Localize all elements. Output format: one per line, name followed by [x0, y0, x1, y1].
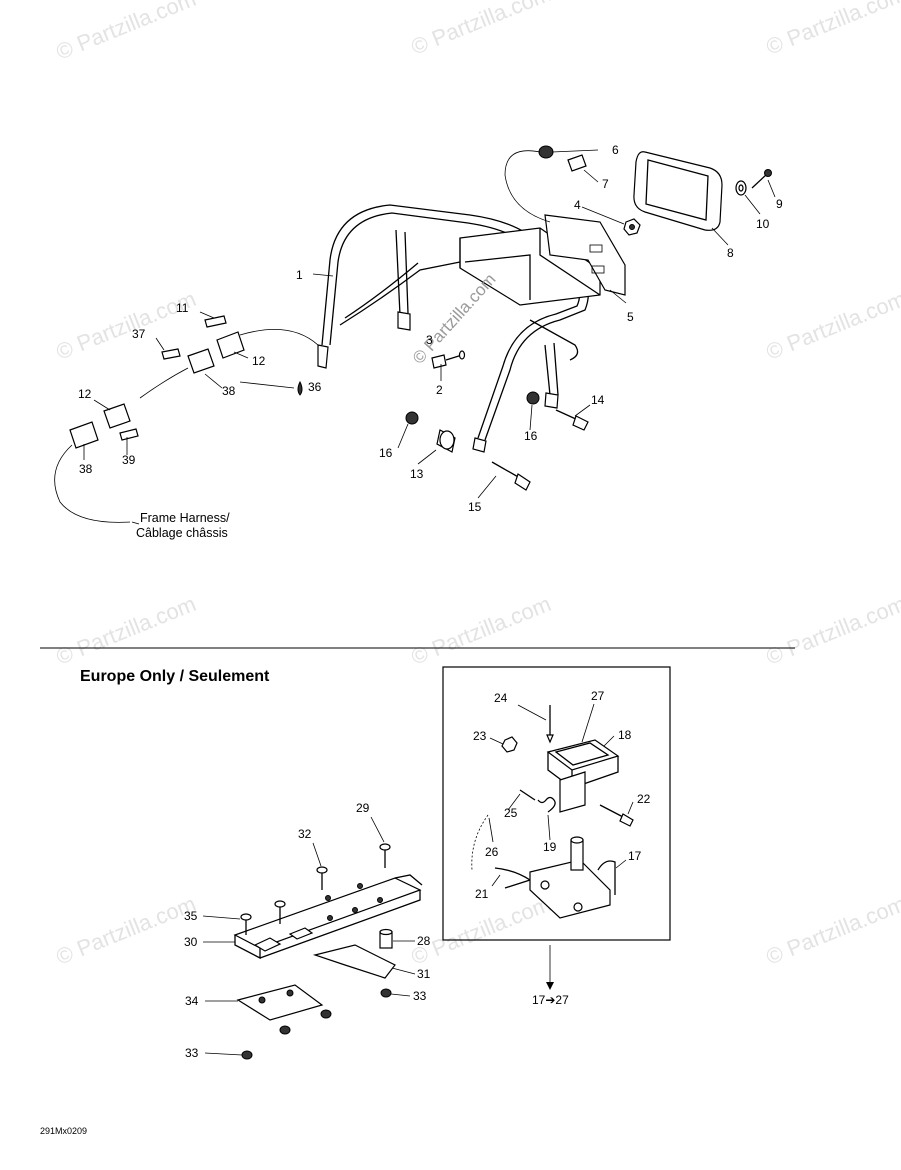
callouts-upper: 1 2 3 4 5 6 7 8 9 10 11 12 12 13 14 15 1… [78, 143, 783, 514]
washer [405, 391, 540, 425]
center-watermark: © Partzilla.com [409, 270, 500, 368]
callout-35: 35 [184, 909, 198, 923]
harness-note-line-2: Câblage châssis [136, 526, 228, 540]
callout-14: 14 [591, 393, 605, 407]
callout-32: 32 [298, 827, 312, 841]
callout-5: 5 [627, 310, 634, 324]
callout-33: 33 [185, 1046, 199, 1060]
watermark-layer: © Partzilla.com © Partzilla.com © Partzi… [53, 0, 901, 970]
bolt [431, 350, 466, 369]
callout-37: 37 [132, 327, 146, 341]
nut [279, 1025, 291, 1035]
watermark: © Partzilla.com [408, 0, 555, 60]
watermark: © Partzilla.com [763, 0, 901, 60]
callout-13: 13 [410, 467, 424, 481]
rear-bumper-assembly: © Partzilla.com [54, 145, 772, 523]
light-bracket [544, 214, 626, 296]
callout-12: 12 [78, 387, 92, 401]
callout-39: 39 [122, 453, 136, 467]
callout-15: 15 [468, 500, 482, 514]
carriage-bolt [240, 843, 391, 935]
callout-9: 9 [776, 197, 783, 211]
tail-light [633, 151, 723, 231]
bulb-socket [567, 154, 587, 172]
watermark: © Partzilla.com [408, 591, 555, 670]
reinforcement-plate [312, 944, 396, 979]
spacer [379, 928, 393, 949]
callout-12: 12 [252, 354, 266, 368]
callouts-lower: 29 32 35 30 28 31 34 33 33 [184, 801, 431, 1060]
harness-note: Frame Harness/ Câblage châssis [136, 511, 230, 540]
callout-10: 10 [756, 217, 770, 231]
watermark: © Partzilla.com [763, 286, 901, 365]
callout-22: 22 [637, 792, 651, 806]
wiring-harness [54, 315, 319, 523]
callout-1: 1 [296, 268, 303, 282]
callout-2: 2 [436, 383, 443, 397]
leader-lines-lower [202, 816, 416, 1056]
arrowhead [546, 982, 554, 990]
callout-26: 26 [485, 845, 499, 859]
harness-note-line-1: Frame Harness/ [140, 511, 230, 525]
nut [623, 218, 641, 236]
callouts-inset: 24 27 18 23 22 25 19 26 21 17 17➔27 [473, 689, 651, 1007]
callout-4: 4 [574, 198, 581, 212]
hitch-kit-inset [442, 666, 671, 941]
watermark: © Partzilla.com [763, 591, 901, 670]
nut [320, 1009, 332, 1019]
drawing-code: 291Mx0209 [40, 1126, 87, 1136]
callout-23: 23 [473, 729, 487, 743]
callout-29: 29 [356, 801, 370, 815]
callout-38: 38 [222, 384, 236, 398]
kit-label: 17➔27 [532, 993, 569, 1007]
callout-6: 6 [612, 143, 619, 157]
light-wire [504, 150, 551, 223]
callout-25: 25 [504, 806, 518, 820]
callout-16: 16 [524, 429, 538, 443]
nut [380, 988, 392, 998]
backing-plate [236, 984, 324, 1021]
callout-16: 16 [379, 446, 393, 460]
leader-lines [83, 149, 776, 525]
watermark: © Partzilla.com [763, 891, 901, 970]
callout-30: 30 [184, 935, 198, 949]
callout-18: 18 [618, 728, 632, 742]
spacer [436, 429, 456, 453]
watermark: © Partzilla.com [408, 891, 555, 970]
watermark: © Partzilla.com [53, 891, 200, 970]
callout-28: 28 [417, 934, 431, 948]
callout-3: 3 [426, 333, 433, 347]
inset-frame [442, 666, 671, 941]
hitch-plate-assembly [233, 843, 423, 1060]
washer [735, 180, 747, 196]
leader-lines-inset [488, 703, 634, 985]
callout-34: 34 [185, 994, 199, 1008]
callout-31: 31 [417, 967, 431, 981]
callout-7: 7 [602, 177, 609, 191]
callout-24: 24 [494, 691, 508, 705]
grommet [538, 145, 554, 159]
nut [241, 1050, 253, 1060]
callout-27: 27 [591, 689, 605, 703]
bolt [491, 409, 589, 491]
callout-36: 36 [308, 380, 322, 394]
callout-17: 17 [628, 849, 642, 863]
callout-33: 33 [413, 989, 427, 1003]
callout-21: 21 [475, 887, 489, 901]
screw [751, 169, 772, 189]
callout-19: 19 [543, 840, 557, 854]
callout-38: 38 [79, 462, 93, 476]
watermark: © Partzilla.com [53, 591, 200, 670]
watermark: © Partzilla.com [53, 0, 200, 65]
callout-11: 11 [176, 301, 189, 315]
europe-heading: Europe Only / Seulement [80, 668, 270, 685]
callout-8: 8 [727, 246, 734, 260]
